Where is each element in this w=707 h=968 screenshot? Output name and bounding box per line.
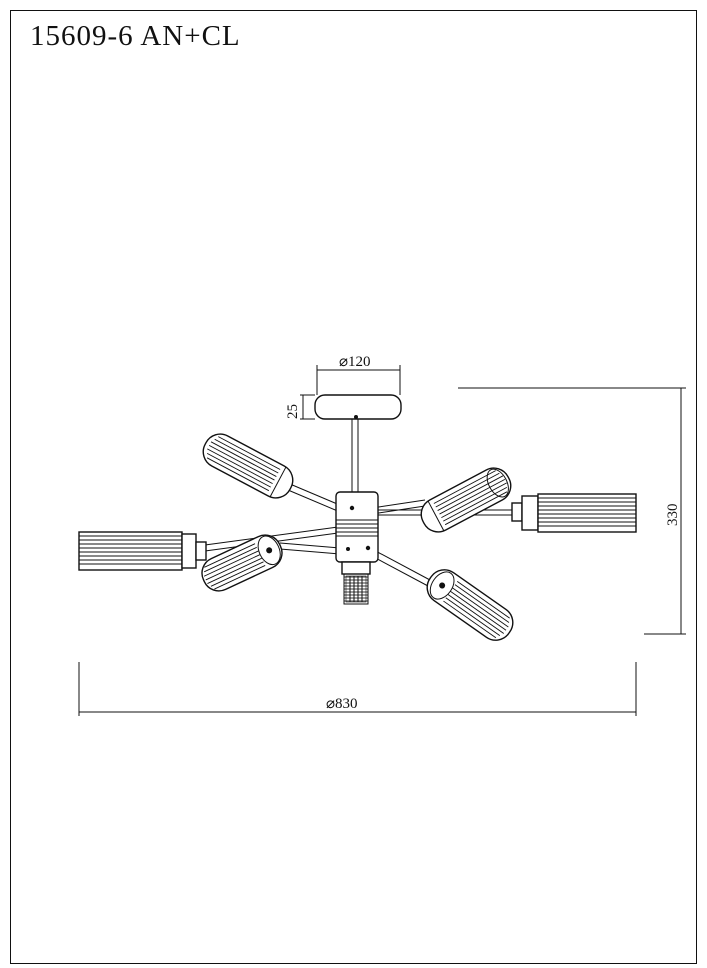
shade-left bbox=[78, 531, 207, 571]
center-socket bbox=[341, 561, 371, 605]
shade-right bbox=[511, 493, 637, 533]
model-finish: AN+CL bbox=[140, 20, 241, 52]
model-number: 15609-6 bbox=[30, 20, 134, 52]
shade-lower-right bbox=[426, 569, 514, 641]
shade-lower-left bbox=[201, 534, 283, 592]
height-label: 330 bbox=[665, 504, 681, 527]
sheet-border bbox=[10, 10, 697, 964]
width-dimension: ⌀830 bbox=[78, 662, 637, 716]
height-dimension: 330 bbox=[458, 387, 686, 635]
stem bbox=[351, 419, 359, 494]
central-hub bbox=[335, 491, 379, 563]
model-title: 15609-6 AN+CL bbox=[30, 22, 241, 51]
canopy-diameter-label: ⌀120 bbox=[339, 354, 371, 370]
shade-upper-left bbox=[202, 433, 294, 499]
shade-upper-right bbox=[420, 467, 512, 533]
canopy-height-label: 25 bbox=[285, 404, 301, 419]
canopy-height-dimension: 25 bbox=[285, 394, 315, 420]
canopy bbox=[314, 394, 402, 420]
width-label: ⌀830 bbox=[326, 696, 358, 712]
canopy-diameter-dimension: ⌀120 bbox=[316, 354, 401, 395]
